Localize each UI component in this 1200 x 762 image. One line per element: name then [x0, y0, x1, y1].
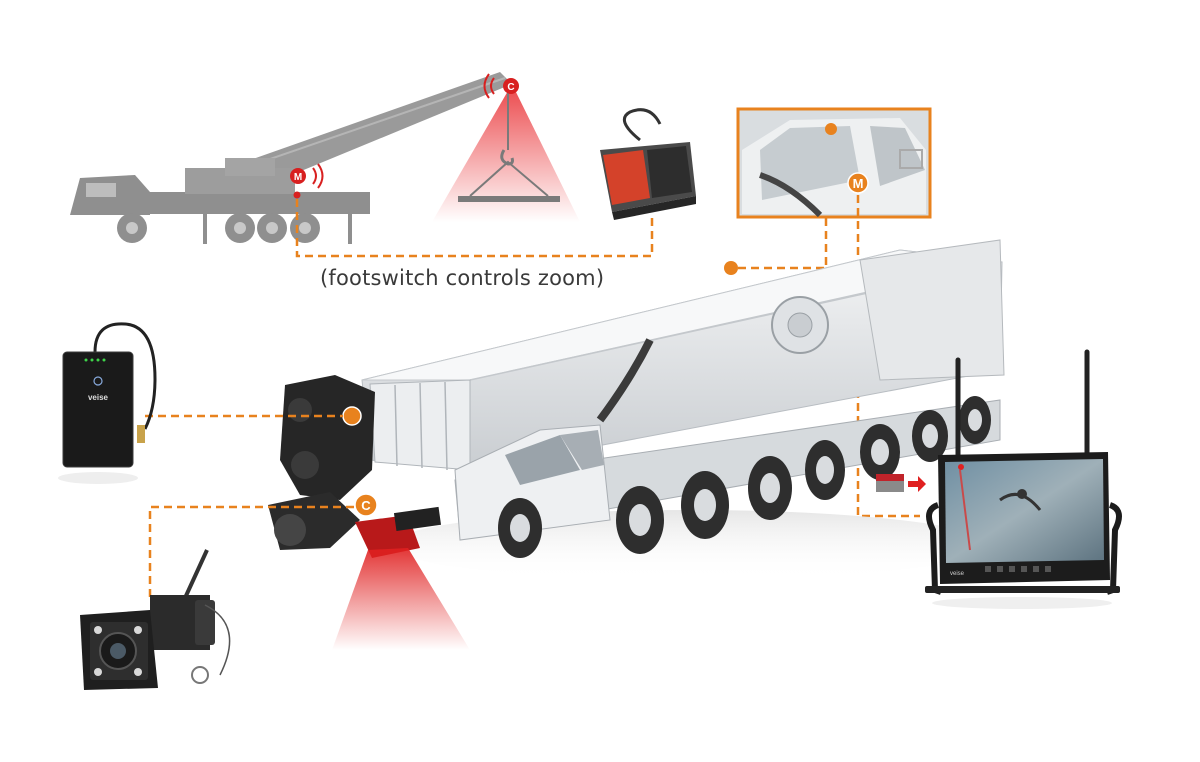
cab-inset-connector-line	[738, 218, 828, 270]
silhouette-m-letter: M	[294, 172, 302, 183]
truck-c-letter: C	[361, 498, 371, 513]
cab-inset-image	[736, 107, 932, 219]
silhouette-crane-camera-marker: C	[483, 73, 519, 99]
crane-camera-light-beam	[332, 548, 470, 650]
silhouette-main-camera-marker: M	[290, 163, 324, 199]
footswitch-device	[600, 108, 696, 220]
crane-camera-c-marker: C	[354, 493, 378, 517]
inset-m-letter: M	[853, 176, 864, 191]
camera-connector-line	[148, 505, 354, 600]
main-camera-point	[724, 261, 738, 275]
sd-card-icon	[876, 474, 904, 492]
wireless-camera-device	[80, 549, 231, 690]
silhouette-c-letter: C	[507, 82, 514, 93]
footswitch-connector-line	[295, 199, 654, 258]
footswitch-caption: (footswitch controls zoom)	[320, 266, 605, 290]
battery-brand-label: veise	[88, 393, 109, 402]
boom-head-battery-point	[342, 406, 362, 426]
arrow-right-icon	[908, 476, 926, 492]
battery-pack-device: veise	[58, 322, 157, 484]
cab-inset-m-marker: M	[825, 123, 869, 194]
mobile-crane-truck	[268, 239, 1005, 580]
monitor-device: veise	[925, 349, 1122, 609]
monitor-brand-label: veise	[950, 571, 965, 577]
crane-silhouette-illustration	[70, 72, 580, 244]
